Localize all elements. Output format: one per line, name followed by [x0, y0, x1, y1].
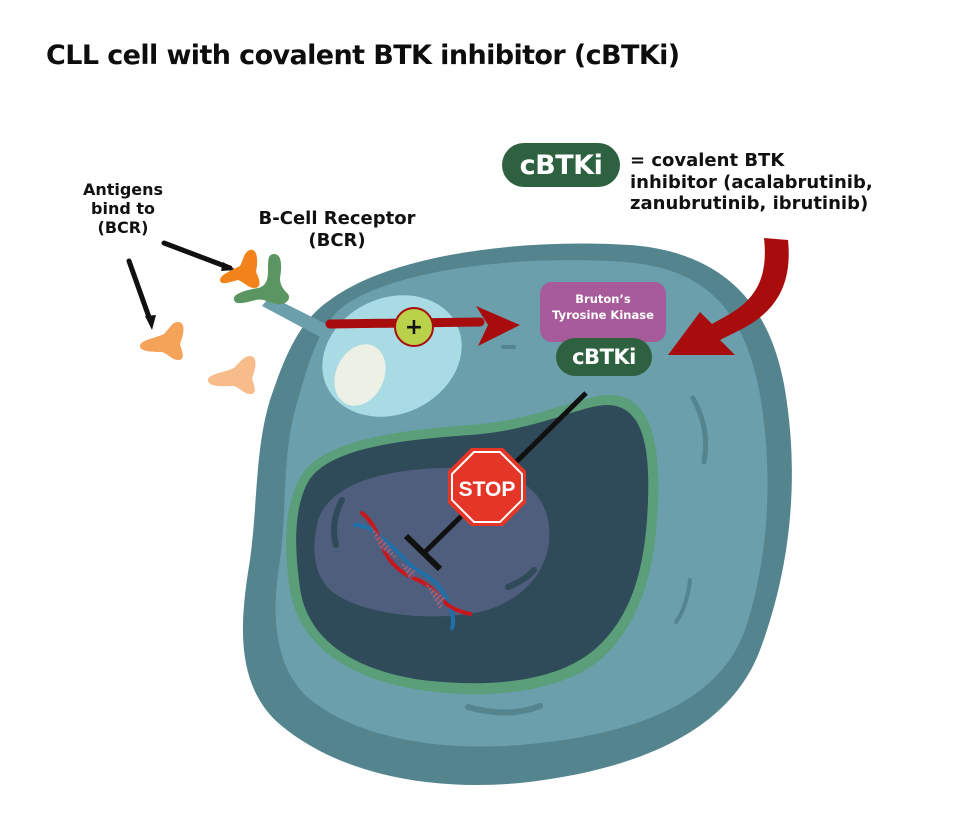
antigens-label-line-3: (BCR): [97, 218, 149, 238]
btk-label-line-2: Tyrosine Kinase: [552, 308, 654, 322]
legend-cbtki-pill: cBTKi: [502, 143, 620, 187]
pointer-arrow-to-bound-antigen: [161, 240, 233, 271]
plus-circle-icon: [394, 307, 434, 347]
activation-arrow: +: [325, 306, 520, 347]
vesicle-core: [334, 344, 386, 406]
legend-definition-line-2: inhibitor (acalabrutinib,: [630, 171, 873, 193]
btk-label-line-1: Bruton’s: [575, 292, 631, 307]
legend-definition-line-3: zanubrutinib, ibrutinib): [630, 193, 869, 215]
antigen-free-2: [208, 356, 256, 394]
inhibitor-entry-arrow: [668, 238, 789, 355]
antigens-label-line-2: bind to: [91, 199, 155, 219]
b-cell-receptor: [233, 254, 290, 305]
pointer-arrow-to-free-antigen: [126, 258, 153, 323]
pointer-arrows: [126, 240, 236, 330]
antigens: [140, 249, 260, 394]
legend-definition: = covalent BTK inhibitor (acalabrutinib,…: [630, 150, 873, 215]
stop-sign-icon: STOP: [448, 448, 526, 526]
legend-definition-line-1: = covalent BTK: [630, 150, 785, 171]
cll-cell: STOP +: [242, 238, 792, 785]
antigen-free-1: [140, 322, 184, 360]
dna-helix: [353, 511, 472, 630]
antigens-label: Antigens bind to (BCR): [68, 180, 178, 238]
stop-sign-label: STOP: [459, 478, 516, 501]
bcr-stalk: [262, 296, 340, 338]
btk-box: Bruton’s Tyrosine Kinase: [540, 282, 666, 342]
plus-sign: +: [405, 315, 423, 340]
bcr-label: B-Cell Receptor (BCR): [232, 208, 442, 251]
bcr-label-line-1: B-Cell Receptor: [258, 208, 416, 229]
bcr-label-line-2: (BCR): [308, 229, 366, 251]
antigen-bound: [220, 249, 260, 288]
diagram-title: CLL cell with covalent BTK inhibitor (cB…: [46, 40, 680, 71]
cbtki-on-btk-pill: cBTKi: [556, 338, 652, 376]
antigens-label-line-1: Antigens: [82, 180, 164, 199]
